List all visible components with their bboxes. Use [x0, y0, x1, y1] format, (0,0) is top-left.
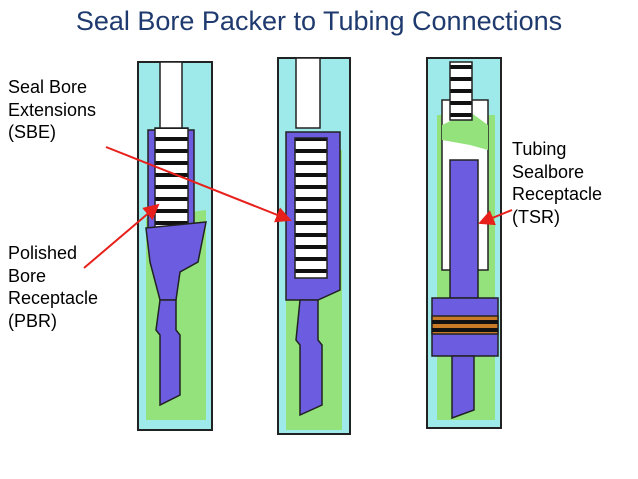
packer-body-left [145, 221, 207, 301]
tsr-arrow [478, 209, 513, 226]
tailpipe-right [451, 355, 475, 420]
pbr-arrow [83, 203, 160, 269]
assembly-left [137, 61, 213, 431]
tsr-label: Tubing Sealbore Receptacle (TSR) [512, 139, 603, 227]
sbe-label: Seal Bore Extensions (SBE) [8, 77, 97, 142]
seal-stack-right [449, 61, 473, 121]
tsr-seal-section [449, 159, 479, 299]
sbe-arrow [105, 146, 292, 223]
pbr-label: Polished Bore Receptacle (PBR) [8, 243, 99, 331]
diagram-title: Seal Bore Packer to Tubing Connections [75, 6, 563, 36]
tailpipe-left [155, 299, 181, 407]
tailpipe-middle [295, 299, 323, 417]
assembly-right [426, 57, 502, 429]
assembly-middle [277, 57, 351, 435]
seal-stack-middle [294, 137, 328, 279]
